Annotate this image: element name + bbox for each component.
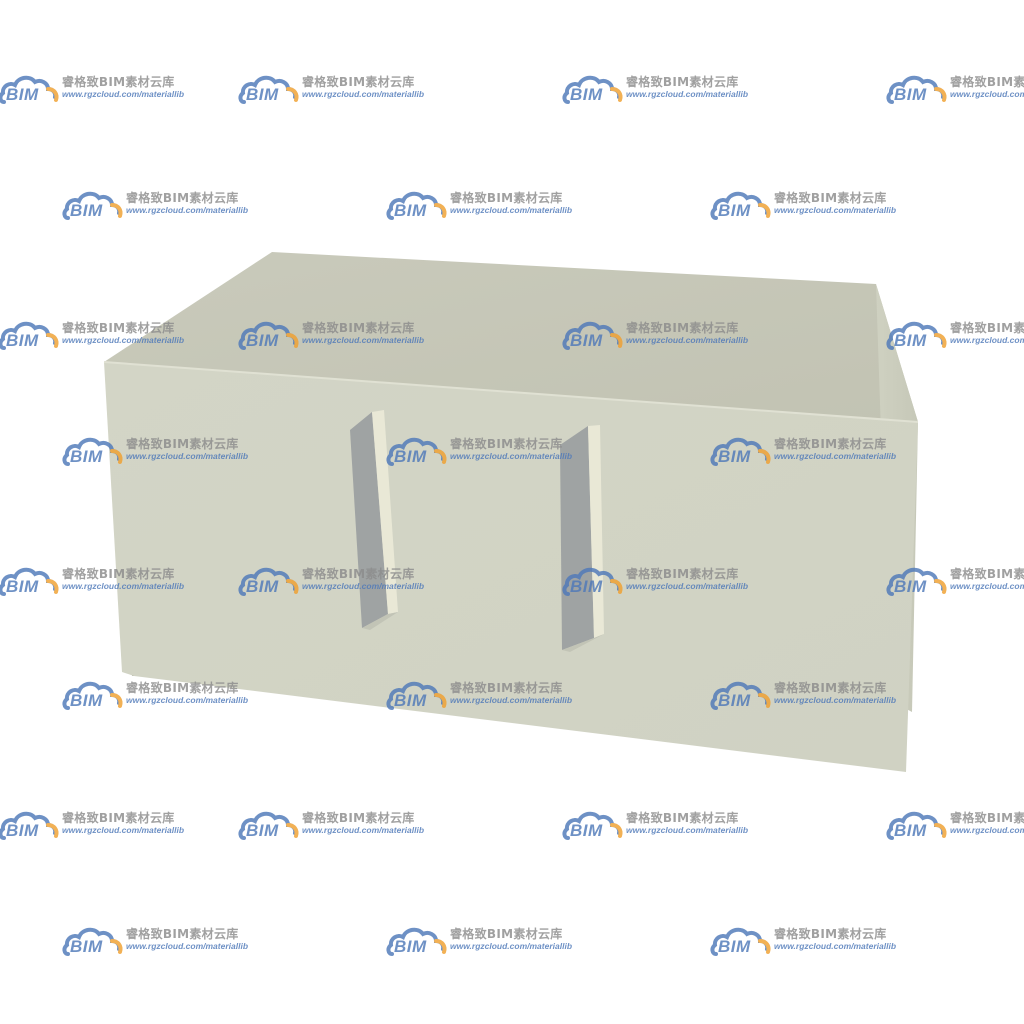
box-front-face xyxy=(104,362,918,772)
handle-slot-right xyxy=(560,425,604,652)
handle-slot-left xyxy=(350,410,398,630)
box-top-face xyxy=(104,252,918,422)
